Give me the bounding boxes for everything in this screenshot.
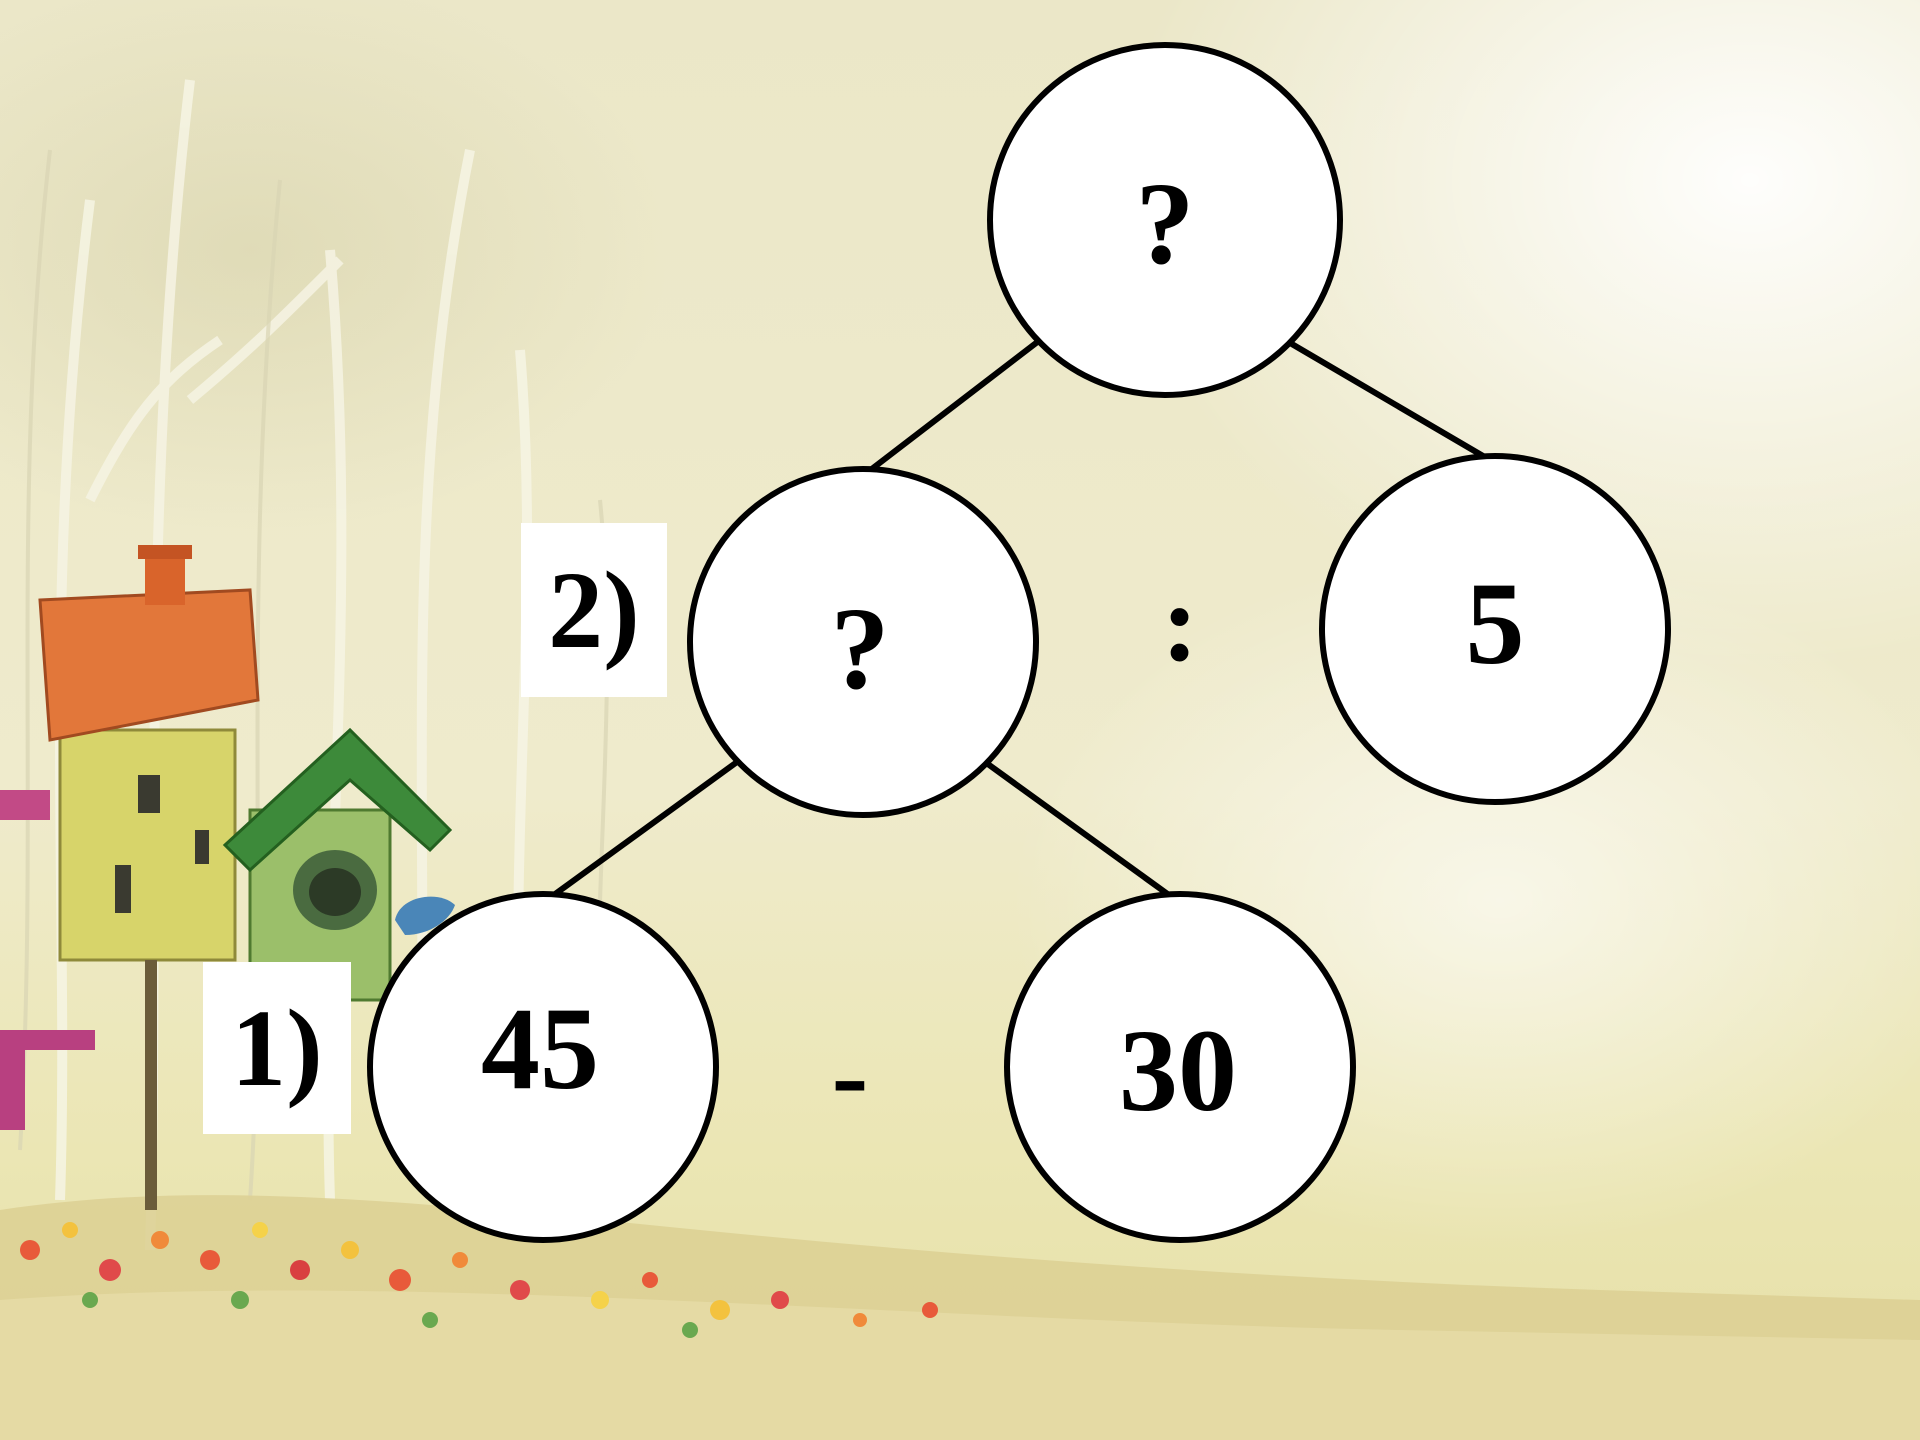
root-value: ?: [1115, 165, 1215, 283]
division-operator: :: [1135, 568, 1225, 678]
level2-left-value: ?: [810, 590, 910, 708]
level2-right-value: 5: [1435, 565, 1555, 683]
leaf-left-value: 45: [440, 990, 640, 1108]
step-label-1: 1): [203, 962, 351, 1134]
subtraction-operator: -: [805, 1020, 895, 1130]
leaf-right-value: 30: [1078, 1012, 1278, 1130]
step-label-2: 2): [521, 523, 667, 697]
